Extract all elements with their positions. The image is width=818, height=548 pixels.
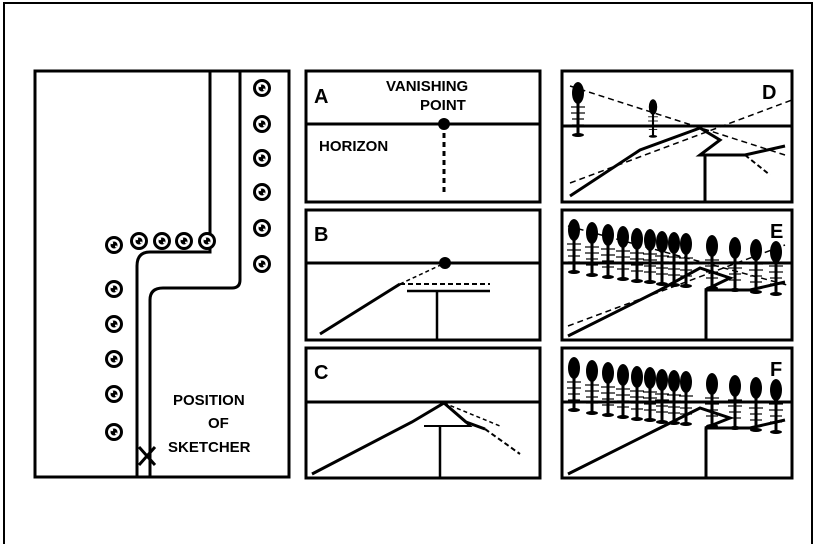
panel-e-letter: E bbox=[770, 221, 784, 243]
panel-e bbox=[560, 208, 794, 342]
panel-f-letter: F bbox=[770, 359, 783, 381]
road-left-edge bbox=[311, 401, 486, 476]
tree bbox=[570, 81, 586, 138]
panel-c-letter: C bbox=[314, 362, 329, 384]
panel-d-letter: D bbox=[762, 82, 777, 104]
plan-frame bbox=[33, 69, 291, 479]
panel-f bbox=[560, 346, 794, 480]
road-left-edge bbox=[135, 71, 212, 477]
panel-b bbox=[304, 208, 542, 342]
road-left-edge bbox=[319, 282, 401, 336]
tree bbox=[647, 98, 659, 139]
vanishing-point-dot bbox=[438, 118, 450, 130]
panel-a bbox=[304, 69, 542, 204]
position-label-line3: SKETCHER bbox=[168, 439, 251, 456]
shrub-row-right bbox=[253, 79, 271, 273]
plan-view bbox=[33, 69, 291, 479]
position-label-line1: POSITION bbox=[173, 392, 245, 409]
road-right-edge bbox=[148, 71, 242, 477]
position-label-line2: OF bbox=[208, 415, 229, 432]
horizon-label: HORIZON bbox=[319, 138, 389, 155]
panel-c bbox=[304, 346, 542, 480]
vanishing-point-label-line2: POINT bbox=[420, 97, 466, 114]
page-frame bbox=[3, 2, 813, 544]
sketcher-x-mark bbox=[137, 446, 157, 466]
panel-a-letter: A bbox=[314, 86, 329, 108]
panel-b-letter: B bbox=[314, 224, 329, 246]
shrub-row-left bbox=[105, 280, 123, 441]
panel-d bbox=[560, 69, 794, 204]
vanishing-point-label-line1: VANISHING bbox=[386, 78, 469, 95]
tree-row bbox=[566, 356, 784, 435]
